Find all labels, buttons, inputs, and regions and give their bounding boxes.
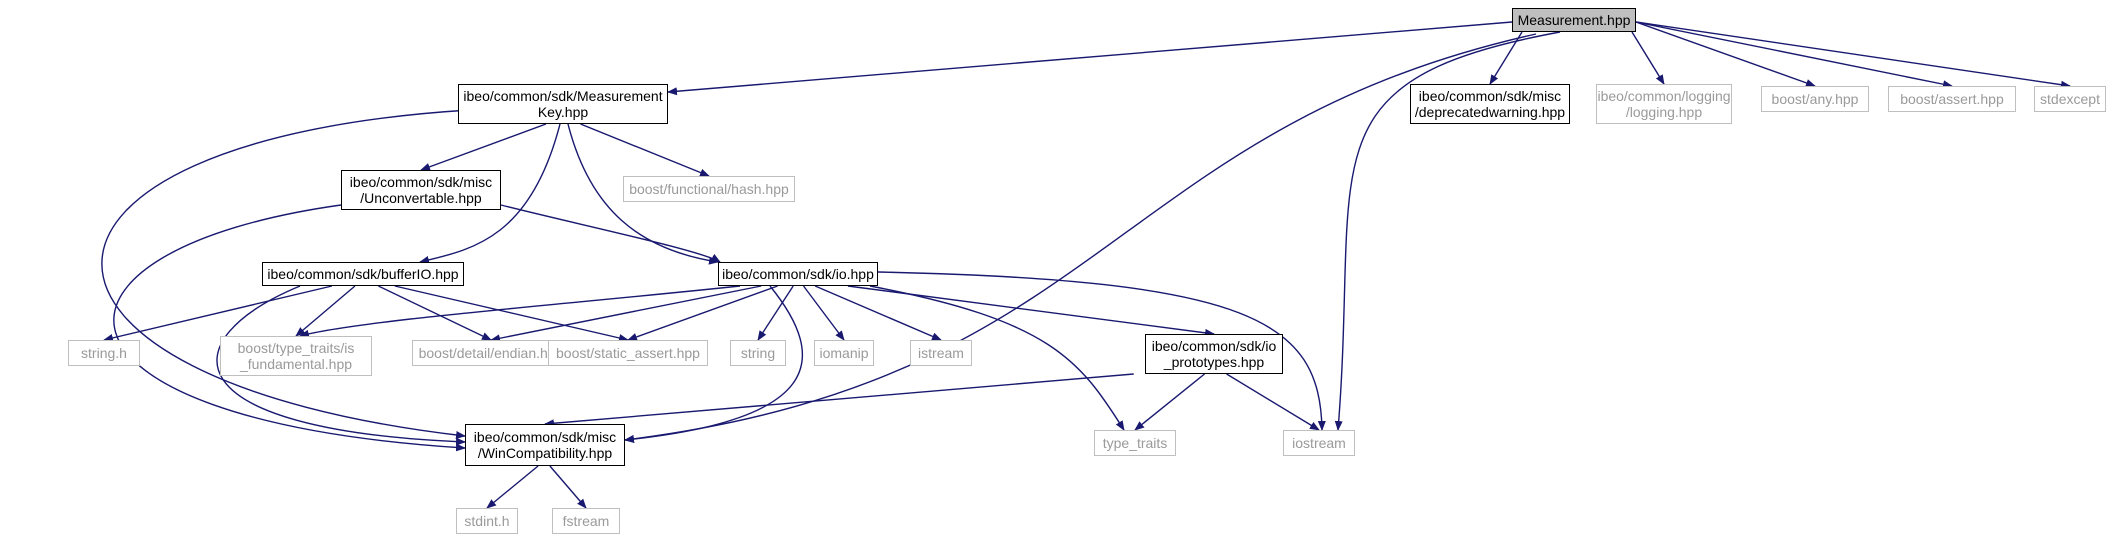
edge-io_prototypes-to-type_traits <box>1134 373 1205 431</box>
node-stdint: stdint.h <box>456 508 518 534</box>
node-is-fundamental: boost/type_traits/is_fundamental.hpp <box>220 336 372 376</box>
edge-io-to-iostream <box>877 271 1326 431</box>
node-label-line: /deprecatedwarning.hpp <box>1414 104 1566 120</box>
edge-bufferio-to-endian <box>378 285 492 341</box>
node-label-line: boost/static_assert.hpp <box>556 345 700 361</box>
node-endian: boost/detail/endian.hpp <box>412 340 570 366</box>
node-label-line: string.h <box>81 345 127 361</box>
node-type-traits: type_traits <box>1094 430 1176 456</box>
node-stdexcept: stdexcept <box>2034 86 2106 112</box>
node-istream: istream <box>910 340 972 366</box>
node-label-line: boost/any.hpp <box>1771 91 1859 107</box>
node-label-line: ibeo/common/sdk/Measurement <box>463 88 663 104</box>
edge-io-to-string <box>757 285 794 341</box>
edge-io_prototypes-to-iostream <box>1226 373 1320 431</box>
node-label-line: boost/detail/endian.hpp <box>418 345 564 361</box>
node-unconvertable[interactable]: ibeo/common/sdk/misc/Unconvertable.hpp <box>341 170 501 210</box>
edge-measurement_key-to-unconvertable <box>420 123 547 171</box>
edge-measurement-to-deprecatedwarning <box>1489 31 1523 85</box>
node-label-line: ibeo/common/sdk/bufferIO.hpp <box>267 266 459 282</box>
node-logging: ibeo/common/logging/logging.hpp <box>1596 84 1732 124</box>
node-fstream: fstream <box>552 508 620 534</box>
node-boost-assert: boost/assert.hpp <box>1888 86 2016 112</box>
node-label-line: fstream <box>562 513 610 529</box>
node-label-line: ibeo/common/sdk/io <box>1151 338 1277 354</box>
edge-unconvertable-to-wincompat <box>113 204 466 452</box>
node-deprecatedwarning[interactable]: ibeo/common/sdk/misc/deprecatedwarning.h… <box>1410 84 1570 124</box>
node-label-line: Measurement.hpp <box>1517 12 1631 28</box>
edge-io-to-static_assert <box>627 285 778 341</box>
node-string: string <box>730 340 786 366</box>
node-label-line: boost/assert.hpp <box>1900 91 2004 107</box>
edge-wincompat-to-fstream <box>549 465 587 509</box>
node-iomanip: iomanip <box>814 340 874 366</box>
node-label-line: /logging.hpp <box>1625 104 1703 120</box>
edge-measurement_key-to-bufferio <box>419 123 561 264</box>
edge-bufferio-to-is_fundamental <box>295 285 356 337</box>
node-static-assert: boost/static_assert.hpp <box>548 340 708 366</box>
node-label-line: _prototypes.hpp <box>1163 354 1265 370</box>
node-label-line: string <box>740 345 776 361</box>
node-label-line: ibeo/common/sdk/misc <box>473 429 617 445</box>
node-functional-hash: boost/functional/hash.hpp <box>623 176 795 202</box>
node-boost-any: boost/any.hpp <box>1761 86 1869 112</box>
edge-unconvertable-to-io <box>500 204 721 263</box>
edge-io-to-endian <box>490 285 762 343</box>
edge-measurement_key-to-io <box>567 123 719 265</box>
node-label-line: iostream <box>1292 435 1346 451</box>
edge-bufferio-to-wincompat <box>216 285 466 446</box>
node-label-line: /WinCompatibility.hpp <box>477 445 613 461</box>
edge-io-to-istream <box>814 285 942 341</box>
node-label-line: stdint.h <box>464 513 510 529</box>
node-measurement: Measurement.hpp <box>1512 8 1636 32</box>
edge-measurement_key-to-functional_hash <box>580 123 710 177</box>
node-label-line: istream <box>918 345 964 361</box>
edge-measurement-to-boost_assert <box>1635 21 1953 89</box>
node-label-line: ibeo/common/logging <box>1597 88 1731 104</box>
edge-measurement_key-to-wincompat <box>101 109 471 439</box>
edge-io-to-wincompat <box>624 285 803 444</box>
node-label-line: _fundamental.hpp <box>239 356 353 372</box>
node-label-line: ibeo/common/sdk/io.hpp <box>722 266 874 282</box>
node-label-line: iomanip <box>819 345 869 361</box>
node-wincompat[interactable]: ibeo/common/sdk/misc/WinCompatibility.hp… <box>465 424 625 466</box>
edge-io-to-type_traits <box>869 285 1125 431</box>
node-label-line: /Unconvertable.hpp <box>360 190 482 206</box>
edge-bufferio-to-string_h <box>103 285 333 342</box>
node-label-line: boost/functional/hash.hpp <box>629 181 789 197</box>
node-string-h: string.h <box>68 340 140 366</box>
edge-measurement-to-iostream <box>1334 31 1561 431</box>
node-io-prototypes[interactable]: ibeo/common/sdk/io_prototypes.hpp <box>1145 334 1283 374</box>
node-iostream: iostream <box>1283 430 1355 456</box>
edge-io-to-is_fundamental <box>299 285 741 338</box>
node-label-line: ibeo/common/sdk/misc <box>1418 88 1562 104</box>
edge-io-to-iomanip <box>802 285 845 341</box>
edge-measurement-to-measurement_key <box>667 21 1513 96</box>
node-label-line: ibeo/common/sdk/misc <box>349 174 493 190</box>
edge-measurement-to-boost_any <box>1635 21 1816 87</box>
edge-io_prototypes-to-wincompat <box>544 373 1134 428</box>
node-label-line: stdexcept <box>2040 91 2100 107</box>
node-label-line: Key.hpp <box>537 104 589 120</box>
node-bufferio[interactable]: ibeo/common/sdk/bufferIO.hpp <box>262 262 464 286</box>
node-label-line: type_traits <box>1102 435 1168 451</box>
node-label-line: boost/type_traits/is <box>237 340 355 356</box>
edge-measurement-to-logging <box>1631 31 1665 85</box>
node-io[interactable]: ibeo/common/sdk/io.hpp <box>718 262 878 286</box>
edge-measurement-to-stdexcept <box>1635 21 2071 89</box>
edge-wincompat-to-stdint <box>486 465 539 509</box>
edge-bufferio-to-static_assert <box>394 285 629 342</box>
